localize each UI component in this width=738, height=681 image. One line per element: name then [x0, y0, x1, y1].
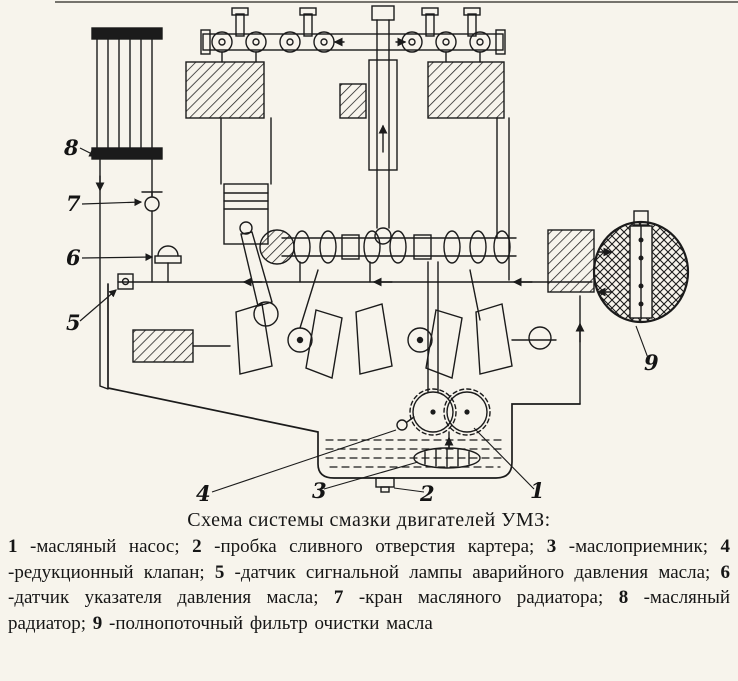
legend-text: 1 -масляный насос; 2 -пробка сливного от… [0, 534, 738, 636]
callout-6: 6 [66, 245, 154, 270]
callout-8: 8 [63, 135, 98, 160]
svg-text:3: 3 [312, 478, 327, 503]
rocker-assembly [185, 7, 510, 281]
relief-valve [396, 416, 415, 431]
svg-text:1: 1 [530, 478, 545, 503]
drain-plug [375, 477, 395, 493]
legend-item-text: -масляный насос; [30, 536, 180, 557]
caption-title: Схема системы смазки двигателей УМЗ: [187, 509, 551, 531]
legend-item: 1 -масляный насос; [8, 536, 180, 557]
legend-item: 5 -датчик сигнальной лампы аварийного да… [215, 562, 710, 583]
callouts: 8 7 6 5 4 3 2 [63, 135, 659, 506]
radiator-valve [141, 191, 163, 283]
legend-item-number: 8 [618, 587, 629, 608]
legend-item: 2 -пробка сливного отверстия картера; [192, 536, 534, 557]
callout-3: 3 [312, 461, 419, 503]
crankshaft [132, 269, 557, 379]
callout-4: 4 [196, 429, 397, 506]
legend-item-text: -датчик сигнальной лампы аварийного давл… [234, 561, 711, 583]
diagram-canvas: 8 7 6 5 4 3 2 [55, 1, 738, 506]
legend-item-number: 4 [720, 536, 731, 557]
legend-item: 9 -полнопоточный фильтр очистки масла [93, 613, 433, 634]
legend-item-text: -масляный радиатор; [8, 587, 731, 634]
svg-text:7: 7 [66, 191, 81, 216]
legend-item: 7 -кран масляного радиатора; [334, 587, 603, 608]
svg-text:8: 8 [63, 135, 79, 160]
callout-1: 1 [473, 427, 545, 503]
legend-item: 6 -датчик указателя давления масла; [8, 562, 730, 609]
legend-item-number: 7 [333, 587, 344, 608]
legend-item-text: -полнопоточный фильтр очистки масла [109, 612, 433, 634]
svg-text:6: 6 [66, 245, 81, 270]
svg-text:5: 5 [66, 310, 81, 335]
legend-item-number: 1 [8, 536, 18, 557]
callout-7: 7 [66, 191, 143, 216]
camshaft [259, 229, 517, 265]
piston-assembly [220, 117, 279, 327]
legend-item: 3 -маслоприемник; [547, 536, 708, 557]
svg-text:4: 4 [196, 481, 211, 506]
legend-item-text: -пробка сливного отверстия картера; [214, 536, 535, 557]
oil-pickup [413, 431, 481, 469]
legend-item-text: -редукционный клапан; [8, 561, 205, 583]
svg-text:2: 2 [419, 481, 435, 506]
callout-2: 2 [393, 481, 435, 506]
legend-item-number: 6 [720, 561, 731, 583]
legend-item-text: -маслоприемник; [568, 536, 708, 557]
legend-item-text: -датчик указателя давления масла; [8, 587, 319, 608]
oil-pressure-sensor [154, 245, 182, 283]
oil-pump [409, 261, 491, 436]
oil-filter [547, 210, 690, 324]
diagram: 8 7 6 5 4 3 2 [55, 1, 738, 506]
legend-item-text: -кран масляного радиатора; [358, 587, 604, 608]
legend-item-number: 3 [546, 536, 557, 557]
legend-item: 8 -масляный радиатор; [8, 587, 730, 634]
oil-gallery [117, 261, 593, 287]
pushrod-oil-passage [368, 5, 398, 245]
callout-5: 5 [66, 289, 117, 335]
oil-pan [107, 283, 581, 479]
legend-item-number: 5 [214, 561, 225, 583]
legend-item: 4 -редукционный клапан; [8, 536, 730, 583]
legend-item-number: 2 [192, 536, 202, 557]
legend-item-number: 9 [92, 612, 103, 634]
callout-9: 9 [635, 325, 659, 375]
